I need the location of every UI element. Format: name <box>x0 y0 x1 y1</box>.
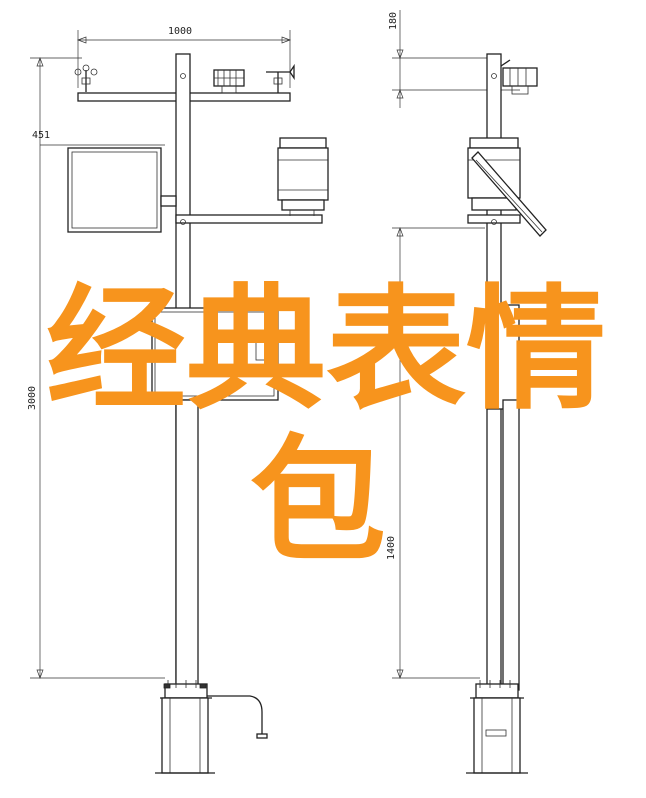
box-connectors <box>255 339 273 361</box>
side-box <box>486 304 520 410</box>
middle-crossbar <box>175 214 323 224</box>
control-box <box>151 307 279 401</box>
solar-panel <box>67 147 162 233</box>
dim-total-height: 3000 <box>27 57 165 679</box>
dim-left-offset: 451 <box>32 130 165 146</box>
dim-label-left-offset: 451 <box>32 130 50 141</box>
lower-pole <box>175 399 199 691</box>
radiation-shield-icon <box>277 137 329 216</box>
dim-label-top-offset: 180 <box>388 12 399 30</box>
anemometer-icon <box>74 64 98 92</box>
dim-lower-height: 1400 <box>386 227 485 679</box>
wind-vane-icon <box>266 63 295 93</box>
dim-label-top-width: 1000 <box>168 26 192 37</box>
front-view: 1000 3000 451 <box>27 26 329 774</box>
side-pole-base <box>466 680 528 774</box>
pole-base <box>155 680 215 774</box>
side-view: 180 1400 <box>386 10 547 774</box>
side-solar-panel <box>471 151 547 237</box>
dim-label-total-height: 3000 <box>27 386 38 410</box>
dim-top-width: 1000 <box>77 26 291 88</box>
ground-cable <box>207 695 263 734</box>
dim-label-lower-height: 1400 <box>386 536 397 560</box>
side-sensor-icon <box>500 59 538 95</box>
sensor-unit-icon <box>213 69 245 94</box>
